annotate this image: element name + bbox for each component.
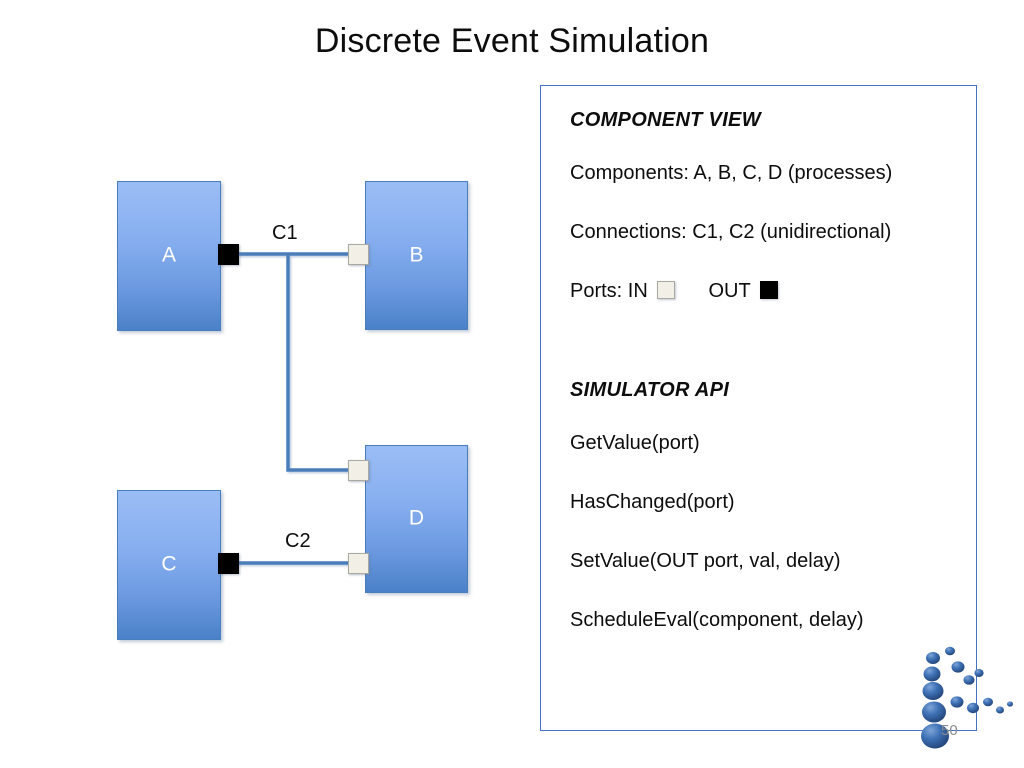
component-view-heading: COMPONENT VIEW — [570, 109, 761, 131]
in-port-swatch-icon — [657, 281, 676, 299]
ports-legend-prefix: Ports: IN — [570, 280, 648, 302]
section-divider — [570, 339, 964, 379]
info-panel: COMPONENT VIEW Components: A, B, C, D (p… — [540, 85, 977, 731]
bubble-cluster-decoration — [921, 646, 1013, 749]
ports-legend-out-label: OUT — [708, 280, 751, 302]
components-line: Components: A, B, C, D (processes) — [570, 162, 893, 184]
connection-label-c2: C2 — [285, 530, 311, 552]
component-block-d[interactable]: D — [365, 445, 468, 593]
api-line-getvalue: GetValue(port) — [570, 432, 700, 454]
page-title: Discrete Event Simulation — [314, 22, 710, 60]
port-in-b[interactable] — [348, 244, 369, 265]
connector-lines — [228, 252, 358, 565]
port-out-a[interactable] — [218, 244, 239, 265]
api-line-scheduleeval: ScheduleEval(component, delay) — [570, 609, 864, 631]
connection-label-c1: C1 — [272, 222, 298, 244]
out-port-swatch-icon — [759, 281, 778, 299]
component-label-a: A — [161, 243, 176, 267]
port-in-d-bottom[interactable] — [348, 553, 369, 574]
component-diagram: A B C D C1 C2 — [117, 181, 468, 640]
slide-number: 50 — [941, 722, 958, 739]
api-line-setvalue: SetValue(OUT port, val, delay) — [570, 550, 841, 572]
component-block-b[interactable]: B — [365, 181, 468, 330]
component-label-c: C — [161, 552, 177, 576]
connection-c1-branch — [286, 254, 358, 472]
simulator-api-heading: SIMULATOR API — [570, 379, 730, 401]
component-block-a[interactable]: A — [117, 181, 221, 331]
ports-legend-line: Ports: IN OUT — [570, 280, 964, 303]
port-in-d-top[interactable] — [348, 460, 369, 481]
api-line-haschanged: HasChanged(port) — [570, 491, 735, 513]
port-out-c[interactable] — [218, 553, 239, 574]
component-block-c[interactable]: C — [117, 490, 221, 640]
component-label-d: D — [408, 506, 425, 530]
connections-line: Connections: C1, C2 (unidirectional) — [570, 221, 892, 243]
component-label-b: B — [409, 243, 424, 267]
